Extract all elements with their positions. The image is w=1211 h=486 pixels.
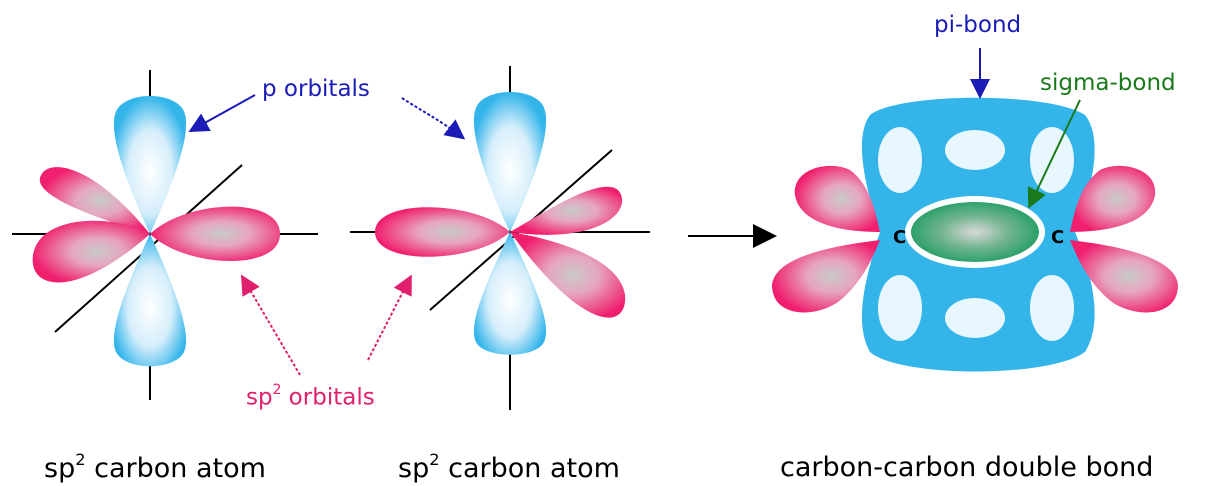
sp2-lobe-lower-right [1070,240,1178,313]
pi-highlight [878,275,922,341]
sp2-carbon-atom-2 [350,66,650,410]
p-lobe-bottom [113,234,187,367]
p-lobe-top [473,92,547,232]
p-lobe-top [113,96,187,234]
double-bond-diagram: C C [772,97,1178,372]
sp2-carbon-atom-1 [12,70,318,400]
sigma-bond-pointer [1027,99,1081,209]
sp2-lobe-lower-left [32,220,150,283]
caption-atom-2: sp2 carbon atom [398,450,620,484]
p-lobe-bottom [473,232,547,355]
carbon-label-right: C [1051,227,1064,248]
pi-highlight [1030,275,1074,341]
sigma-bond-label: sigma-bond [1040,70,1176,96]
sp2-lobe-left [375,207,510,257]
pi-bond-label: pi-bond [934,12,1022,38]
sp2-orbitals-label: sp2 orbitals [246,382,375,411]
pi-highlight [945,298,1005,338]
sp2-pointer-left [240,274,301,376]
sp2-lobe-right [150,206,280,262]
pi-highlight [878,127,922,193]
sp2-lobe-upper-left [39,167,150,234]
sp2-lobe-lower-right [510,232,626,318]
sp2-lobe-upper-right [1070,165,1156,232]
p-orbitals-label: p orbitals [262,76,370,102]
carbon-label-left: C [893,227,906,248]
pi-highlight [945,130,1005,170]
caption-atom-1: sp2 carbon atom [44,450,266,484]
p-orbital-pointer-left [188,94,256,132]
sigma-bond [911,202,1039,262]
caption-double-bond: carbon-carbon double bond [780,452,1154,483]
sp2-lobe-upper-right [510,186,623,235]
sp2-lobe-lower-left [772,240,880,313]
p-orbital-pointer-right [401,97,466,140]
sp2-lobe-upper-left [794,165,880,232]
sp2-pointer-right [367,274,412,361]
